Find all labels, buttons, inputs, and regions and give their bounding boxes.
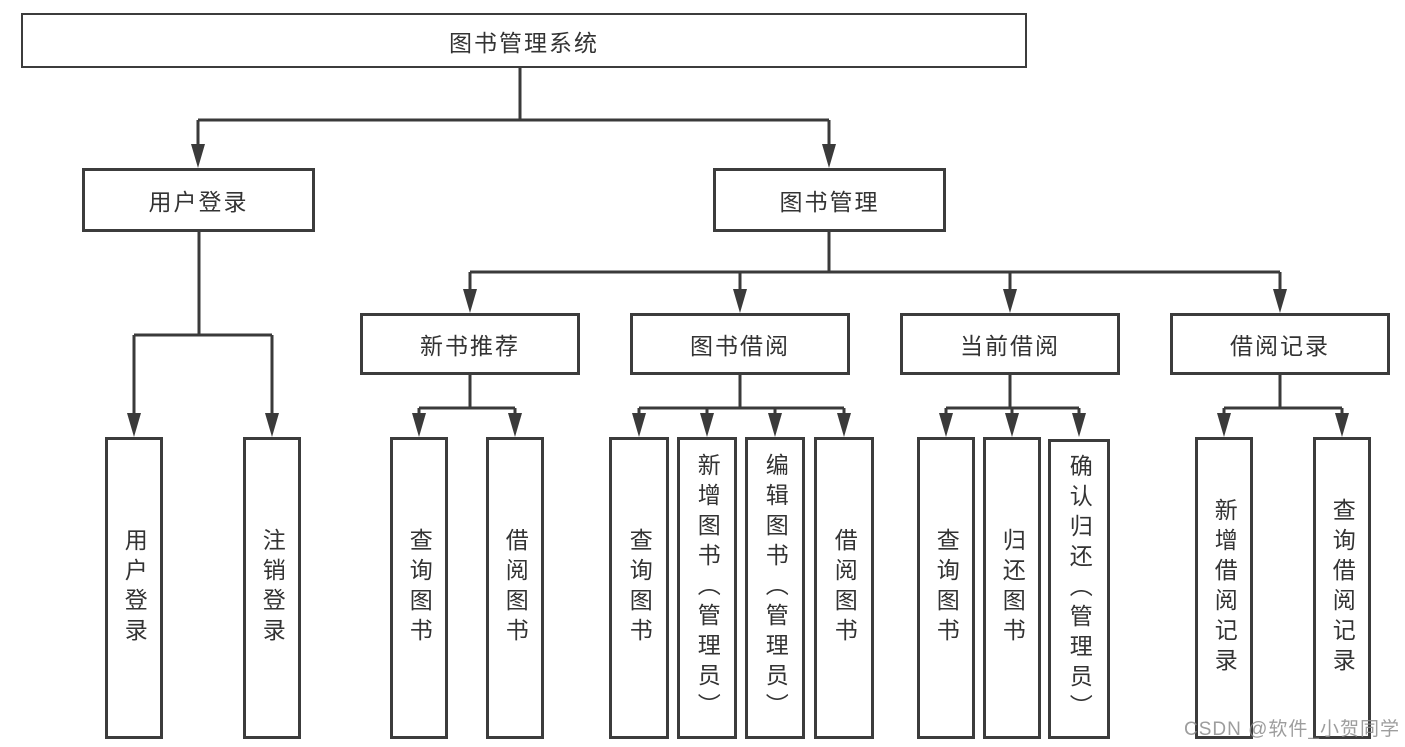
leaf-currentborrow-return: 归还图书 (983, 437, 1041, 739)
leaf-newbooks-query-label: 查询图书 (406, 528, 433, 648)
leaf-currentborrow-query-label: 查询图书 (933, 528, 960, 648)
node-current-borrow: 当前借阅 (900, 313, 1120, 375)
leaf-records-query-label: 查询借阅记录 (1329, 498, 1356, 678)
node-current-borrow-label: 当前借阅 (960, 333, 1060, 359)
leaf-newbooks-borrow: 借阅图书 (486, 437, 544, 739)
node-book-management-label: 图书管理 (779, 189, 880, 215)
node-new-books: 新书推荐 (360, 313, 580, 375)
connector-userlogin-to-leaves (132, 232, 274, 416)
node-book-borrow: 图书借阅 (630, 313, 850, 375)
connector-bookborrow-to-leaves (637, 375, 846, 416)
leaf-records-add-label: 新增借阅记录 (1211, 498, 1238, 678)
leaf-records-query: 查询借阅记录 (1313, 437, 1371, 739)
node-user-login: 用户登录 (82, 168, 315, 232)
leaf-bookborrow-query: 查询图书 (609, 437, 669, 739)
leaf-bookborrow-edit: 编辑图书（管理员） (745, 437, 805, 739)
node-root: 图书管理系统 (21, 13, 1027, 68)
connector-newbooks-to-leaves (417, 375, 517, 416)
leaf-user-login-label: 用户登录 (121, 528, 148, 648)
leaf-currentborrow-confirm: 确认归还（管理员） (1048, 439, 1110, 739)
leaf-bookborrow-borrow: 借阅图书 (814, 437, 874, 739)
leaf-newbooks-query: 查询图书 (390, 437, 448, 739)
node-borrow-records-label: 借阅记录 (1230, 333, 1330, 359)
connector-currentborrow-to-leaves (944, 375, 1081, 416)
leaf-newbooks-borrow-label: 借阅图书 (502, 528, 529, 648)
leaf-records-add: 新增借阅记录 (1195, 437, 1253, 739)
node-borrow-records: 借阅记录 (1170, 313, 1390, 375)
leaf-bookborrow-borrow-label: 借阅图书 (831, 528, 858, 648)
connector-records-to-leaves (1222, 375, 1344, 416)
leaf-currentborrow-query: 查询图书 (917, 437, 975, 739)
leaf-bookborrow-add-label: 新增图书（管理员） (694, 453, 721, 723)
node-user-login-label: 用户登录 (148, 189, 249, 215)
connector-bookmgmt-to-level3 (468, 232, 1282, 294)
node-book-management: 图书管理 (713, 168, 946, 232)
node-book-borrow-label: 图书借阅 (690, 333, 790, 359)
leaf-bookborrow-add: 新增图书（管理员） (677, 437, 737, 739)
leaf-bookborrow-query-label: 查询图书 (626, 528, 653, 648)
leaf-currentborrow-confirm-label: 确认归还（管理员） (1066, 454, 1093, 724)
node-new-books-label: 新书推荐 (420, 333, 520, 359)
leaf-logout: 注销登录 (243, 437, 301, 739)
node-root-label: 图书管理系统 (449, 29, 599, 56)
leaf-logout-label: 注销登录 (259, 528, 286, 648)
leaf-currentborrow-return-label: 归还图书 (999, 528, 1026, 648)
leaf-user-login: 用户登录 (105, 437, 163, 739)
csdn-watermark: CSDN @软件_小贺同学 (1184, 719, 1400, 740)
leaf-bookborrow-edit-label: 编辑图书（管理员） (762, 453, 789, 723)
connector-root-to-level2 (196, 68, 831, 150)
